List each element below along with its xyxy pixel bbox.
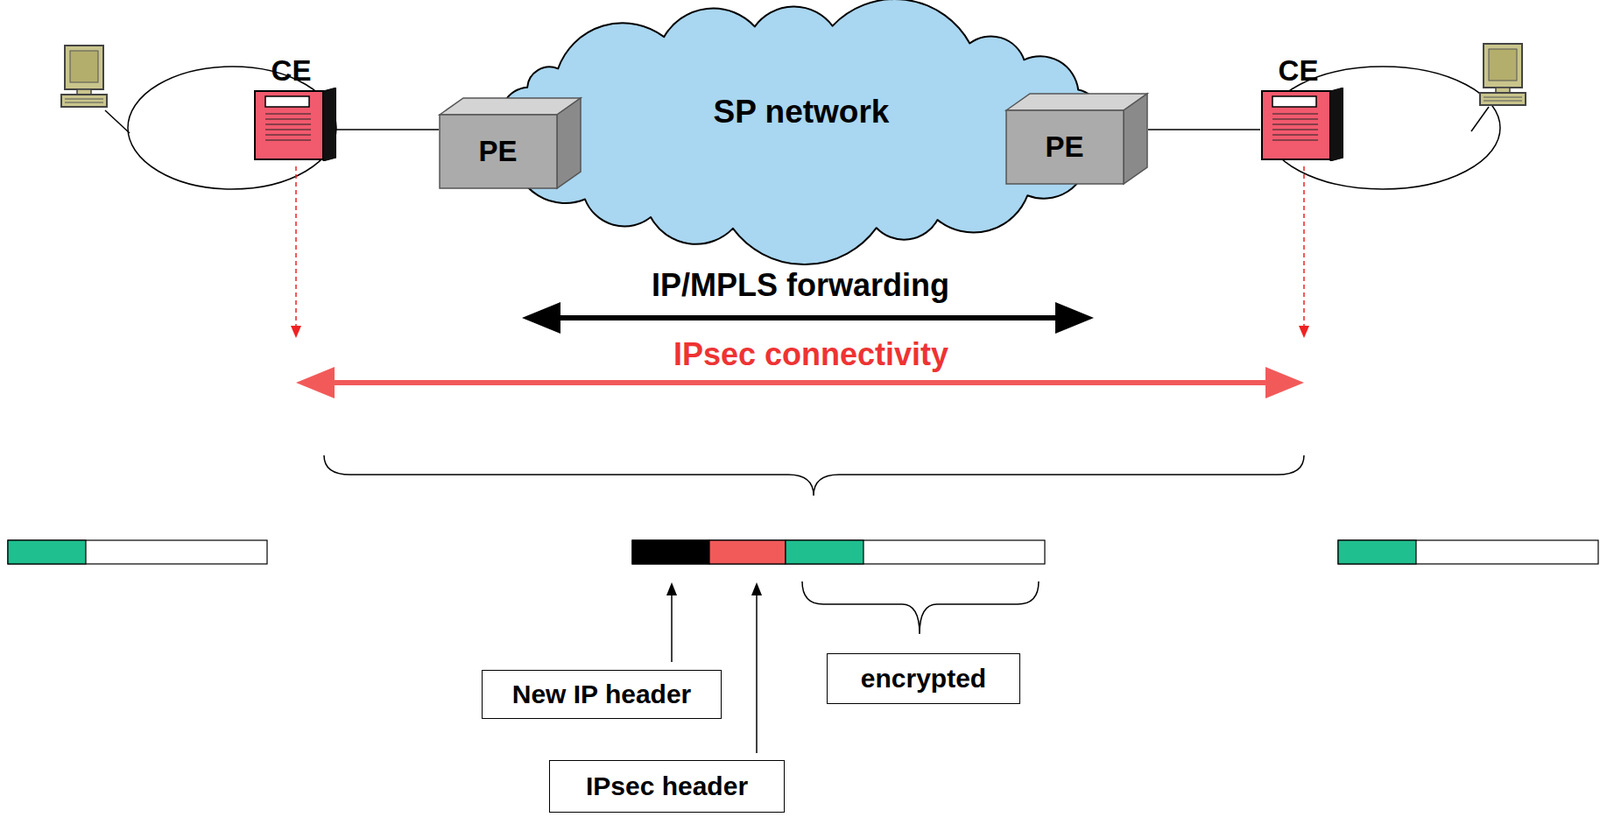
node-label: SP network [713,93,890,132]
brace [324,455,1304,496]
node-label: PE [1005,110,1124,184]
ce-device [1260,87,1344,162]
pe-router: PE [1005,92,1149,185]
plain-packet [1338,540,1599,564]
callout-box: encrypted [826,653,1021,705]
node-label: CE [271,54,312,88]
forwarding-arrow [521,302,1094,334]
forwarding-label: IP/MPLS forwarding [651,267,950,304]
connectivity-label: IPsec connectivity [673,336,949,373]
link-line [1148,128,1261,131]
callout-text: IPsec header [585,771,748,803]
computer-icon [1471,43,1526,132]
callout-text: New IP header [512,679,692,711]
ce-router: CE [1260,54,1344,162]
ce-router: CE [253,54,337,162]
plain-packet [7,540,268,564]
dashed-arrow [290,166,302,339]
link-line [336,128,439,131]
callout-text: encrypted [860,663,987,695]
ce-device [253,87,337,162]
node-label: PE [438,114,557,189]
brace [802,581,1039,635]
node-label: CE [1278,54,1319,88]
pe-router: PE [438,97,582,190]
computer-icon [61,45,130,134]
ipsec-packet [632,540,1045,564]
callout-box: IPsec header [549,760,785,813]
pointer-arrow [751,582,762,754]
dashed-arrow [1298,166,1310,339]
callout-box: New IP header [481,669,722,719]
pointer-arrow [666,582,677,663]
